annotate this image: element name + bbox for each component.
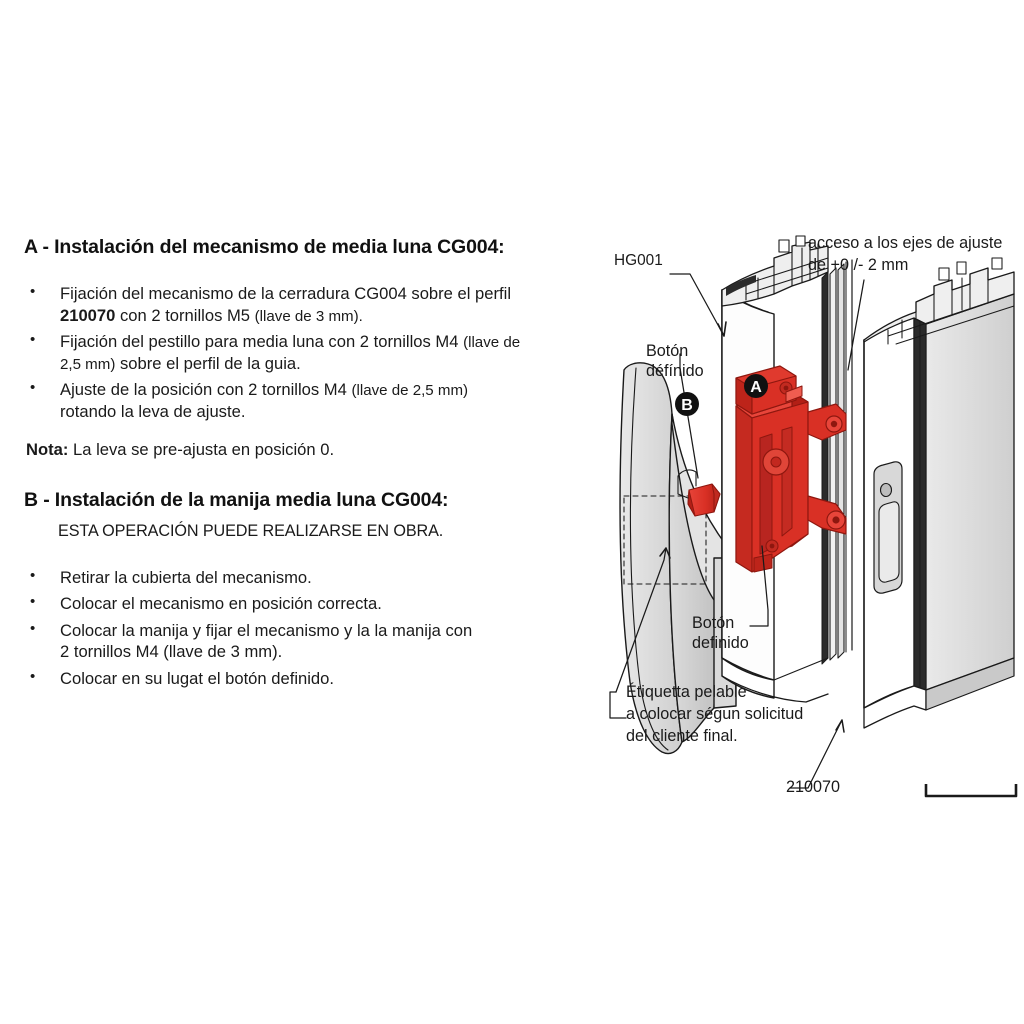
section-b-bullet-list: Retirar la cubierta del mecanismo. Coloc… <box>24 566 590 689</box>
bullet-a1-code: 210070 <box>60 305 116 325</box>
note-text: La leva se pre-ajusta en posición 0. <box>68 440 335 460</box>
marker-a-circle <box>744 374 768 398</box>
label-hg001: HG001 <box>614 252 663 269</box>
bullet-a1-line2: con 2 tornillos M5 <box>115 305 255 325</box>
section-a-heading: A - Instalación del mecanismo de media l… <box>24 236 505 258</box>
extrusion-cross-section-right <box>863 257 1015 345</box>
bullet-a3-line1: Ajuste de la posición con 2 tornillos M4 <box>60 380 352 400</box>
bullet-b3-line2: 2 tornillos M4 (llave de 3 mm). <box>60 642 283 662</box>
marker-a-letter: A <box>750 379 762 396</box>
label-boton-bottom-line1: Botón <box>692 614 735 632</box>
list-item: Fijación del pestillo para media luna co… <box>24 330 590 374</box>
list-item: Colocar la manija y fijar el mecanismo y… <box>24 619 590 663</box>
right-frame-profile-210070 <box>863 257 1015 729</box>
list-item: Fijación del mecanismo de la cerradura C… <box>24 282 590 326</box>
list-item: Ajuste de la posición con 2 tornillos M4… <box>24 378 590 422</box>
callout-markers <box>675 374 768 416</box>
exploded-assembly-diagram: B A HG001 acceso a los ejes de ajuste de… <box>596 228 1024 824</box>
dimension-bracket <box>924 784 1018 798</box>
label-etiqueta-line3: del cliente final. <box>626 727 738 745</box>
list-item: Retirar la cubierta del mecanismo. <box>24 566 590 588</box>
red-button-on-handle <box>687 483 721 517</box>
bullet-a2-line2: sobre el perfil de la guia. <box>115 353 301 373</box>
label-boton-top-line1: Botón <box>646 342 689 360</box>
bullet-b2: Colocar el mecanismo en posición correct… <box>60 594 382 614</box>
section-a-bullet-list: Fijación del mecanismo de la cerradura C… <box>24 282 590 422</box>
bullet-a2-paren-close: 2,5 mm) <box>60 355 116 373</box>
list-item: Colocar en su lugat el botón definido. <box>24 667 590 689</box>
bullet-b3-line1: Colocar la manija y fijar el mecanismo y… <box>60 620 473 640</box>
label-acceso-line1: acceso a los ejes de ajuste <box>808 234 1003 252</box>
label-etiqueta-line2: a colocar ségun solicitud <box>626 705 804 723</box>
label-etiqueta-line1: Étiquetta pelable <box>626 683 747 701</box>
list-item: Colocar el mecanismo en posición correct… <box>24 592 590 614</box>
instructions-column: A - Instalación del mecanismo de media l… <box>24 236 590 694</box>
peelable-label-area <box>623 495 707 585</box>
note-paragraph: Nota: La leva se pre-ajusta en posición … <box>24 439 590 461</box>
bullet-a1-line1: Fijación del mecanismo de la cerradura C… <box>60 284 512 304</box>
label-boton-bottom-line2: definido <box>692 634 749 652</box>
bullet-a1-paren: (llave de 3 mm). <box>254 307 363 325</box>
bullet-a2-line1: Fijación del pestillo para media luna co… <box>60 332 464 352</box>
section-b-subnote: ESTA OPERACIÓN PUEDE REALIZARSE EN OBRA. <box>58 522 444 540</box>
label-profile-code: 210070 <box>786 778 841 796</box>
label-boton-top-line2: défínido <box>646 362 704 380</box>
bullet-a2-paren-open: (llave de <box>463 334 521 352</box>
bullet-b4: Colocar en su lugat el botón definido. <box>60 668 334 688</box>
leader-lines <box>609 273 865 789</box>
section-b-heading: B - Instalación de la manija media luna … <box>24 488 449 511</box>
note-label: Nota: <box>26 440 69 460</box>
handle-part-b <box>619 362 737 755</box>
marker-b-letter: B <box>681 397 693 414</box>
marker-b-circle <box>675 392 699 416</box>
assembly-drawing: B A <box>609 235 1018 798</box>
bullet-a3-line2: rotando la leva de ajuste. <box>60 401 246 421</box>
bullet-b1: Retirar la cubierta del mecanismo. <box>60 568 312 588</box>
red-lock-mechanism <box>735 365 847 573</box>
extrusion-cross-section-top <box>721 235 829 307</box>
strike-plate <box>873 461 903 594</box>
label-acceso-line2: de +0 /- 2 mm <box>808 256 909 274</box>
bullet-a3-paren: (llave de 2,5 mm) <box>351 382 469 400</box>
